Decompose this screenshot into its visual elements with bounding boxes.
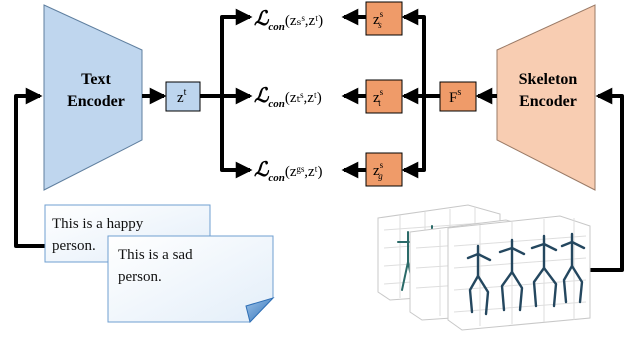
text-encoder-label-1: Text bbox=[81, 71, 111, 88]
text-feature-sup: t bbox=[184, 87, 187, 98]
arrow-skeletons-to-skeleton-encoder bbox=[580, 87, 624, 272]
caption-note-2 bbox=[107, 235, 275, 323]
arrow-zt-to-loss-g bbox=[220, 96, 253, 179]
skeleton-encoder-label-1: Skeleton bbox=[519, 71, 578, 88]
text-feature-box: zt bbox=[165, 81, 201, 112]
loss-t-sub: con bbox=[268, 98, 285, 110]
loss-s-sub: con bbox=[268, 21, 285, 33]
loss-label-s: ℒcon(zₛˢ,zᵗ) bbox=[254, 8, 323, 33]
loss-g-sub: con bbox=[268, 172, 285, 184]
text-encoder-label-2: Encoder bbox=[67, 93, 125, 110]
svg-text:Fs: Fs bbox=[449, 87, 461, 106]
loss-label-t: ℒcon(zₜˢ,zᵗ) bbox=[254, 85, 322, 110]
skeleton-encoder-shape bbox=[496, 4, 596, 191]
skeleton-encoder: Skeleton Encoder bbox=[496, 4, 596, 191]
arrow-zt-to-loss-s bbox=[200, 8, 253, 98]
branch-g-sub: g bbox=[378, 171, 383, 181]
arrow-captions-to-text-encoder bbox=[14, 87, 48, 248]
arrow-fs-to-zs bbox=[401, 8, 440, 98]
branch-t-base: z bbox=[373, 90, 380, 106]
skeleton-feature-base: F bbox=[449, 90, 457, 106]
branch-t-sup: s bbox=[380, 87, 384, 97]
branch-g-base: z bbox=[373, 163, 380, 179]
branch-s-base: z bbox=[373, 12, 380, 28]
caption-text-happy: This is a happy person. bbox=[52, 216, 144, 254]
loss-g-symbol: ℒ bbox=[254, 159, 270, 181]
svg-text:ℒcon(zᵍˢ,zᵗ): ℒcon(zᵍˢ,zᵗ) bbox=[254, 159, 323, 184]
branch-t-sub: t bbox=[378, 98, 381, 108]
loss-s-symbol: ℒ bbox=[254, 8, 270, 30]
skeleton-encoder-label-2: Encoder bbox=[519, 93, 577, 110]
skeleton-clips bbox=[377, 204, 591, 331]
branch-g-sup: s bbox=[380, 160, 384, 170]
skeleton-plot-front bbox=[447, 215, 591, 331]
loss-g-args: (zᵍˢ,zᵗ) bbox=[285, 164, 323, 180]
branch-s-sub: s bbox=[378, 20, 382, 30]
page-curl-icon bbox=[245, 296, 275, 323]
caption-text-sad: This is a sad person. bbox=[118, 247, 193, 285]
arrow-fs-to-zg bbox=[401, 96, 426, 179]
arrows bbox=[14, 8, 624, 272]
skeleton-feature-sup: s bbox=[457, 87, 461, 98]
svg-text:zt: zt bbox=[177, 87, 187, 106]
text-encoder-shape bbox=[43, 4, 143, 191]
svg-text:ℒcon(zₜˢ,zᵗ): ℒcon(zₜˢ,zᵗ) bbox=[254, 85, 322, 110]
skeleton-feature-box: Fs bbox=[439, 81, 477, 112]
text-feature-base: z bbox=[177, 90, 184, 106]
loss-t-args: (zₜˢ,zᵗ) bbox=[285, 90, 322, 106]
branch-s-sup: s bbox=[380, 9, 384, 19]
svg-text:zst: zst bbox=[373, 87, 384, 108]
svg-text:zss: zss bbox=[373, 9, 384, 30]
svg-text:zsg: zsg bbox=[373, 160, 384, 181]
loss-label-g: ℒcon(zᵍˢ,zᵗ) bbox=[254, 159, 323, 184]
svg-text:ℒcon(zₛˢ,zᵗ): ℒcon(zₛˢ,zᵗ) bbox=[254, 8, 323, 33]
text-encoder: Text Encoder bbox=[43, 4, 143, 191]
loss-t-symbol: ℒ bbox=[254, 85, 270, 107]
loss-s-args: (zₛˢ,zᵗ) bbox=[285, 13, 323, 29]
